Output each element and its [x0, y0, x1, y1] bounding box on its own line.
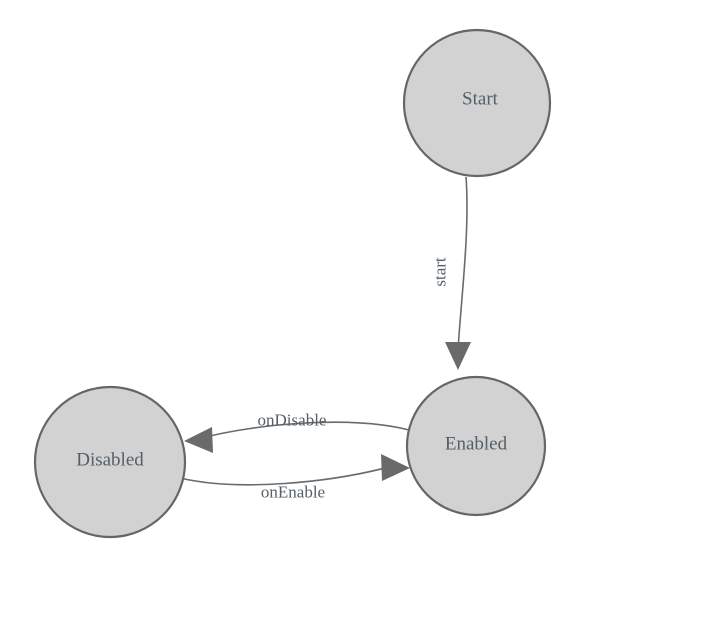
state-node-enabled-label: Enabled [445, 434, 508, 455]
state-node-enabled[interactable]: Enabled [405, 375, 547, 517]
edge-disabled-to-enabled-arrowhead [381, 454, 410, 481]
edge-start-to-enabled[interactable]: start [431, 176, 472, 370]
edge-disabled-to-enabled-path [179, 467, 386, 486]
edge-label-start: start [431, 257, 450, 287]
edge-label-onenable: onEnable [261, 483, 325, 502]
edge-enabled-to-disabled-path [201, 421, 410, 439]
state-node-start[interactable]: Start [402, 28, 552, 178]
edge-start-to-enabled-arrowhead [445, 342, 471, 370]
edge-enabled-to-disabled-arrowhead [184, 427, 213, 453]
state-node-disabled-label: Disabled [76, 450, 144, 471]
state-node-enabled-circle [405, 375, 547, 517]
edge-label-ondisable: onDisable [258, 411, 327, 430]
state-node-disabled[interactable]: Disabled [33, 385, 187, 539]
state-node-disabled-circle [33, 385, 187, 539]
edge-disabled-to-enabled[interactable]: onEnable [179, 454, 410, 502]
state-node-start-circle [402, 28, 552, 178]
edge-start-to-enabled-path [457, 176, 468, 351]
state-node-start-label: Start [462, 89, 499, 110]
edge-enabled-to-disabled[interactable]: onDisable [184, 411, 410, 454]
